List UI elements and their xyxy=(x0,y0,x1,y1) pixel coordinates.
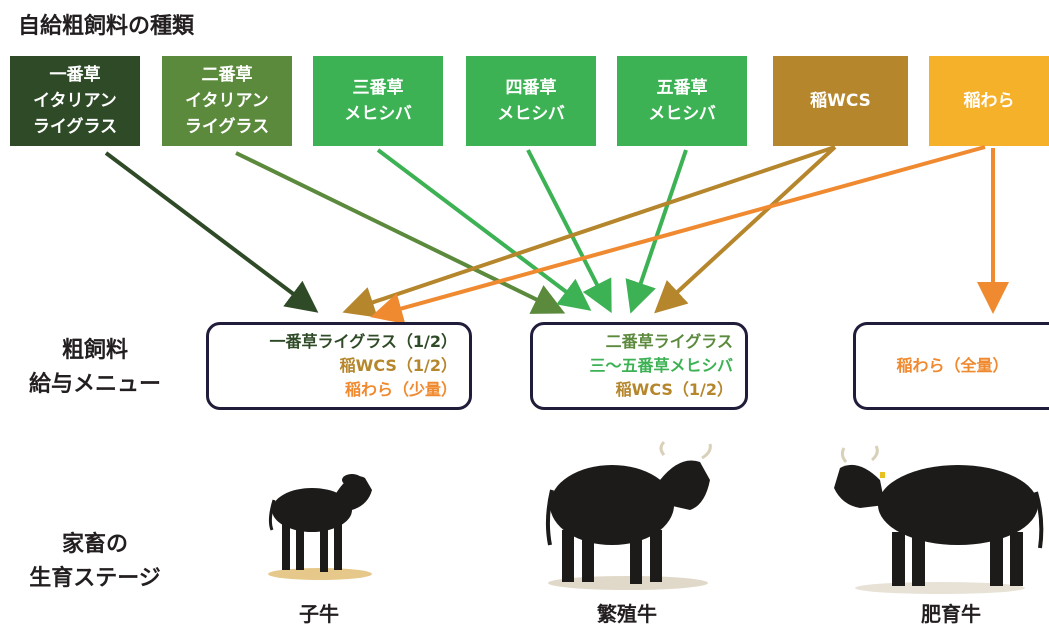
stage-calf-label: 子牛 xyxy=(299,602,339,626)
arrow-third-crabgrass-to-breeding xyxy=(376,148,592,311)
source-label: 一番草 イタリアン ライグラス xyxy=(32,65,118,137)
source-label: 稲WCS xyxy=(810,91,871,111)
source-box-first-ryegrass: 一番草 イタリアン ライグラス xyxy=(10,56,140,146)
source-label: 四番草 メヒシバ xyxy=(497,78,565,124)
stage-fattening-label: 肥育牛 xyxy=(921,602,981,626)
source-box-fourth-crabgrass: 四番草 メヒシバ xyxy=(466,56,596,146)
arrow-fifth-crabgrass-to-breeding xyxy=(625,149,688,314)
stage-row-label: 家畜の 生育ステージ xyxy=(29,532,161,591)
source-label: 三番草 メヒシバ xyxy=(344,78,412,124)
menu-line: 稲わら（少量） xyxy=(344,380,457,399)
menu-row-label: 粗飼料 給与メニュー xyxy=(28,338,161,397)
arrow-second-ryegrass-to-breeding xyxy=(235,151,566,314)
menu-line: 稲WCS（1/2） xyxy=(339,356,457,375)
breeding-cow-image xyxy=(545,440,712,590)
source-box-fifth-crabgrass: 五番草 メヒシバ xyxy=(617,56,747,146)
source-label: 稲わら xyxy=(963,91,1015,111)
arrow-fourth-crabgrass-to-breeding xyxy=(526,149,612,314)
arrow-rice-straw-to-calf xyxy=(370,145,986,325)
arrow-rice-wcs-to-breeding xyxy=(654,145,837,314)
menu-line: 稲わら（全量） xyxy=(896,356,1009,375)
stage-breeding-label: 繁殖牛 xyxy=(597,602,657,626)
menu-line: 稲WCS（1/2） xyxy=(615,380,733,399)
arrow-rice-wcs-to-calf xyxy=(342,145,836,318)
menu-box-fattening: 稲わら（全量） xyxy=(853,322,1049,410)
source-box-third-crabgrass: 三番草 メヒシバ xyxy=(313,56,443,146)
source-box-second-ryegrass: 二番草 イタリアン ライグラス xyxy=(162,56,292,146)
source-box-rice-wcs: 稲WCS xyxy=(773,56,908,146)
calf-image xyxy=(268,474,372,580)
source-box-rice-straw: 稲わら xyxy=(929,56,1049,146)
source-label: 五番草 メヒシバ xyxy=(648,78,716,124)
fattening-cow-image xyxy=(834,445,1044,594)
source-label: 二番草 イタリアン ライグラス xyxy=(184,65,270,137)
menu-box-calf: 一番草ライグラス（1/2） 稲WCS（1/2） 稲わら（少量） xyxy=(206,322,472,410)
arrow-first-ryegrass-to-calf xyxy=(104,151,319,313)
page-title: 自給粗飼料の種類 xyxy=(18,14,195,39)
menu-line: 三～五番草メヒシバ xyxy=(589,356,733,375)
menu-line: 二番草ライグラス xyxy=(605,332,733,351)
menu-line: 一番草ライグラス（1/2） xyxy=(269,332,457,351)
menu-box-breeding: 二番草ライグラス 三～五番草メヒシバ 稲WCS（1/2） xyxy=(530,322,748,410)
